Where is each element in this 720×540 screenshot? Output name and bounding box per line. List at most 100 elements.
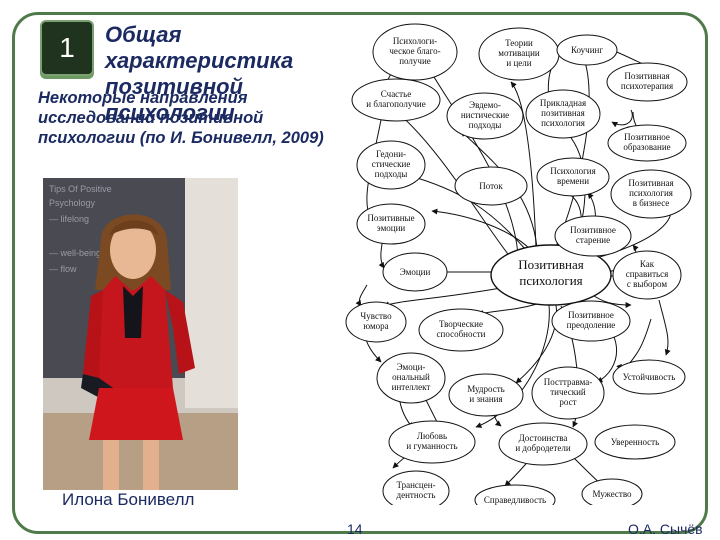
node-ellipse <box>551 300 631 342</box>
node-label: юмора <box>363 321 388 331</box>
node-label: и гуманность <box>406 441 457 451</box>
node-label: психология <box>629 188 673 198</box>
node-label: рост <box>559 397 576 407</box>
node-label: Позитивное <box>570 225 616 235</box>
node-label: преодоление <box>567 320 616 330</box>
node-label: Мужество <box>592 489 632 499</box>
node-ellipse <box>418 308 504 352</box>
node-label: справиться <box>626 269 669 279</box>
node-label: Уверенность <box>611 437 659 447</box>
node-label: и знания <box>469 394 502 404</box>
node-ellipse <box>356 140 426 190</box>
node-label: и цели <box>506 58 531 68</box>
node-label: старение <box>576 235 610 245</box>
node-ellipse <box>606 62 688 102</box>
node-ellipse <box>531 366 605 420</box>
node-label: Устойчивость <box>623 372 676 382</box>
node-label: Чувство <box>360 311 392 321</box>
red-skirt <box>89 388 183 440</box>
node-label: Психологи- <box>393 36 437 46</box>
node-label: нистические <box>461 110 509 120</box>
node-label: времени <box>557 176 589 186</box>
node-label: Коучинг <box>571 45 603 55</box>
board-text-line: Tips Of Positive <box>49 184 112 194</box>
diagram-nodes <box>345 23 692 505</box>
node-ellipse <box>372 23 458 81</box>
node-ellipse <box>382 252 448 292</box>
diagram-labels: Позитивная психология Счастье и благопол… <box>360 36 675 505</box>
positive-psychology-diagram: Позитивная психология Счастье и благопол… <box>345 23 692 505</box>
page-number: 14 <box>347 521 363 537</box>
node-label: подходы <box>469 120 502 130</box>
slide-number-badge: 1 <box>40 20 94 76</box>
center-node-ellipse <box>490 244 612 306</box>
node-ellipse <box>382 470 450 505</box>
node-label: Теории <box>505 38 533 48</box>
node-ellipse <box>556 34 618 66</box>
node-label: Справедливость <box>484 495 546 505</box>
node-label: Эмоции <box>400 267 431 277</box>
node-label: Любовь <box>417 431 447 441</box>
author-credit: О.А. Сычёв <box>628 521 703 537</box>
node-label: подходы <box>375 169 408 179</box>
node-label: и благополучие <box>366 99 425 109</box>
slide-subtitle: Некоторые направления исследований позит… <box>38 89 324 147</box>
node-label: Поток <box>479 181 503 191</box>
node-ellipse <box>356 203 426 245</box>
center-node-label: Позитивная <box>518 257 583 272</box>
node-label: ческое благо- <box>389 46 440 56</box>
node-label: в бизнесе <box>633 198 670 208</box>
portrait-illustration: Tips Of Positive Psychology — lifelong —… <box>43 178 238 490</box>
node-label: Гедони- <box>376 149 406 159</box>
node-label: стические <box>372 159 411 169</box>
node-label: психотерапия <box>621 81 673 91</box>
node-label: Позитивное <box>568 310 614 320</box>
node-ellipse <box>536 157 610 197</box>
node-ellipse <box>594 424 676 460</box>
node-ellipse <box>610 169 692 219</box>
node-label: Позитивная <box>628 178 673 188</box>
node-label: Счастье <box>381 89 411 99</box>
node-ellipse <box>446 92 524 140</box>
node-ellipse <box>351 78 441 122</box>
node-label: образование <box>623 142 670 152</box>
node-ellipse <box>498 422 588 466</box>
node-label: эмоции <box>377 223 406 233</box>
slide-title: Общая характеристика позитивной психолог… <box>105 22 294 125</box>
node-label: Эвдемо- <box>469 100 501 110</box>
node-ellipse <box>345 301 407 343</box>
node-label: Посттравма- <box>544 377 592 387</box>
node-ellipse <box>554 215 632 257</box>
node-ellipse <box>607 124 687 162</box>
node-ellipse <box>376 352 446 404</box>
photo-caption: Илона Бонивелл <box>62 490 195 509</box>
node-ellipse <box>454 166 528 206</box>
node-label: позитивная <box>541 108 585 118</box>
node-label: Творческие <box>439 319 483 329</box>
node-ellipse <box>525 89 601 139</box>
node-label: Прикладная <box>540 98 586 108</box>
node-ellipse <box>581 478 643 505</box>
node-label: Достоинства <box>519 433 568 443</box>
node-label: и добродетели <box>515 443 570 453</box>
node-label: Трансцен- <box>396 480 435 490</box>
node-label: Позитивные <box>367 213 414 223</box>
node-ellipse <box>612 359 686 395</box>
node-label: с выбором <box>627 279 667 289</box>
node-label: получие <box>399 56 431 66</box>
node-label: интеллект <box>392 382 431 392</box>
node-label: дентность <box>397 490 436 500</box>
node-ellipse <box>612 250 682 300</box>
node-label: тический <box>550 387 586 397</box>
portrait-photo: Tips Of Positive Psychology — lifelong —… <box>43 178 238 490</box>
board-text-line: — flow <box>49 264 77 274</box>
node-label: психология <box>541 118 585 128</box>
node-label: Позитивная <box>624 71 669 81</box>
node-ellipse <box>448 373 524 417</box>
center-node-label: психология <box>519 273 582 288</box>
node-label: мотивации <box>498 48 540 58</box>
node-label: Психология <box>550 166 596 176</box>
board-text-line: — well-being <box>49 248 101 258</box>
node-label: Позитивное <box>624 132 670 142</box>
slide-frame <box>12 12 708 534</box>
